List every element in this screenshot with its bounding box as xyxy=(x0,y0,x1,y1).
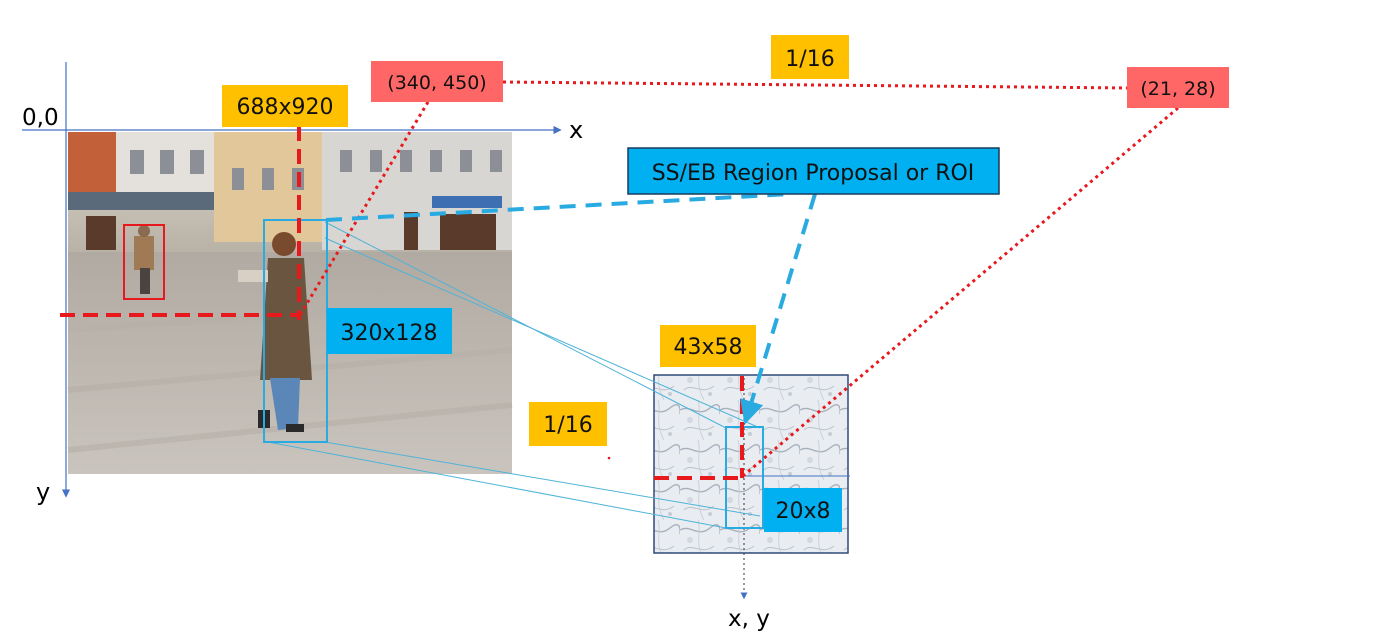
y-axis-label: y xyxy=(36,478,50,506)
image-point-crosshair xyxy=(60,126,301,320)
origin-label: 0,0 xyxy=(22,105,59,131)
feature-axis-label: x, y xyxy=(728,606,770,632)
feature-roi-label: 20x8 xyxy=(775,499,830,524)
feature-point-label: (21, 28) xyxy=(1140,78,1215,100)
feature-roi-size-badge: 20x8 xyxy=(764,488,842,532)
roi-size-badge: 320x128 xyxy=(327,308,452,354)
feature-point-crosshair xyxy=(654,376,744,480)
background-person-box xyxy=(123,224,165,300)
scale-mid-label: 1/16 xyxy=(543,413,592,438)
occlusion-blotch xyxy=(910,356,1310,582)
roi-size-label: 320x128 xyxy=(340,321,437,346)
image-point-badge: (340, 450) xyxy=(371,61,503,102)
stray-mark xyxy=(607,456,611,460)
image-point-label: (340, 450) xyxy=(387,72,486,94)
projection-lines xyxy=(267,221,761,529)
x-axis-label: x xyxy=(569,116,583,144)
street-photo xyxy=(67,132,513,474)
feature-point-badge: (21, 28) xyxy=(1127,67,1229,108)
scale-top-label: 1/16 xyxy=(785,47,834,72)
proposal-connectors xyxy=(325,192,817,425)
scale-top-badge: 1/16 xyxy=(771,35,849,79)
image-size-label: 688x920 xyxy=(236,95,333,120)
scale-mid-badge: 1/16 xyxy=(529,402,607,446)
image-size-badge: 688x920 xyxy=(222,85,348,127)
point-connectors xyxy=(298,80,1179,478)
proposal-label: SS/EB Region Proposal or ROI xyxy=(652,161,975,186)
proposal-badge: SS/EB Region Proposal or ROI xyxy=(627,147,1000,195)
feature-size-badge: 43x58 xyxy=(660,325,756,367)
feature-size-label: 43x58 xyxy=(673,335,742,360)
